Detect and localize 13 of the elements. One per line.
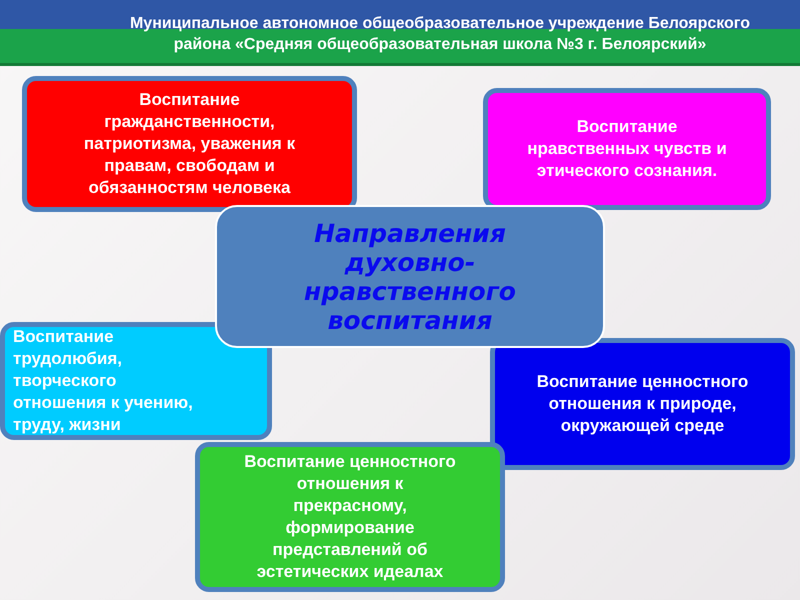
topic-text: Воспитание нравственных чувств и этического сознания.: [526, 116, 728, 182]
topic-text: Воспитание ценностного отношения к прекрасному, формирование представлений об эстетических идеалах: [243, 451, 457, 583]
topic-card: [490, 338, 795, 470]
central-topic-card: [215, 205, 605, 348]
topic-text: Воспитание гражданственности, патриотизма, уважения к правам, свободам и обязанностям человека: [82, 89, 296, 199]
topic-card: [22, 76, 357, 212]
topic-card: [483, 88, 771, 210]
topic-card: [195, 442, 505, 592]
topic-text: Воспитание трудолюбия, творческого отношения к учению, труду, жизни: [13, 326, 194, 436]
topic-text: Воспитание ценностного отношения к природе, окружающей среде: [536, 371, 750, 437]
page-title: Муниципальное автономное общеобразовательное учреждение Белоярского района «Средняя общеобразовательная школа №3 г. Белоярский»: [128, 14, 752, 55]
central-heading: Направления духовно-нравственного воспитания: [303, 218, 517, 334]
topic-card: [0, 322, 272, 440]
